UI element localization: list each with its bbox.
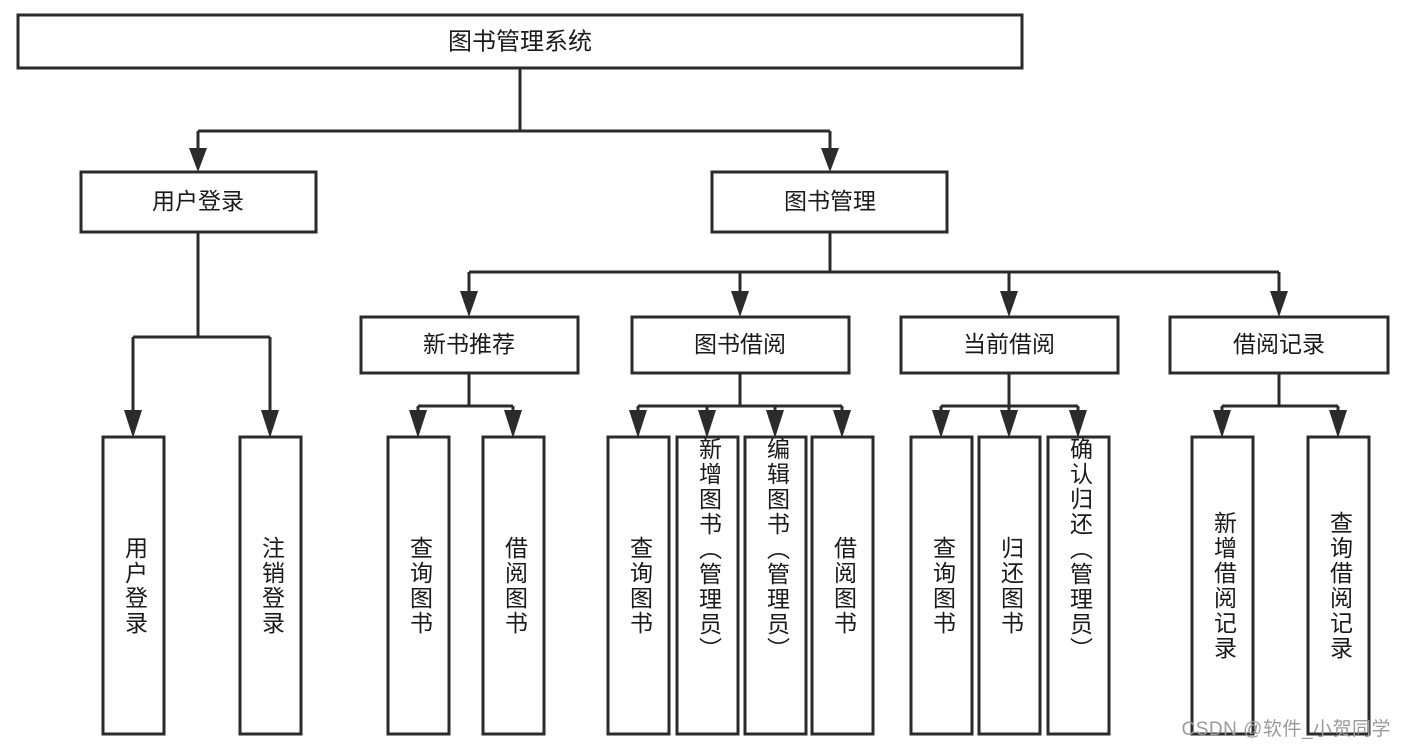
node-book-borrow-label: 图书借阅 <box>694 331 786 357</box>
node-root-label: 图书管理系统 <box>448 28 592 55</box>
node-book-borrow-box[interactable] <box>630 315 851 375</box>
node-book-management-box[interactable] <box>710 170 949 234</box>
leaf-box-new-book-1[interactable] <box>386 435 451 736</box>
connector-group-current-borrow-to-leaves <box>932 373 1087 438</box>
arrowhead-leaf-book-borrow-1 <box>629 410 647 438</box>
node-current-borrow-label: 当前借阅 <box>963 331 1055 357</box>
arrowhead-leaf-current-borrow-1 <box>932 410 950 438</box>
node-root[interactable]: 图书管理系统 <box>16 13 1024 70</box>
node-user-login-label: 用户登录 <box>152 188 244 214</box>
arrowhead-new-book <box>460 291 478 317</box>
arrowhead-current-borrow <box>1000 291 1018 317</box>
connector-group-user-login-to-leaves <box>124 232 279 438</box>
node-new-book-recommend-label: 新书推荐 <box>423 331 515 357</box>
arrowhead-leaf-new-book-1 <box>409 410 427 438</box>
leaf-box-current-borrow-2[interactable] <box>977 435 1042 736</box>
leaf-box-current-borrow-3[interactable] <box>1046 435 1111 736</box>
node-user-login-box[interactable] <box>79 170 318 234</box>
node-book-management-label: 图书管理 <box>784 188 876 214</box>
leaf-group-borrow-record <box>1190 435 1371 736</box>
leaf-box-new-book-2[interactable] <box>481 435 546 736</box>
leaf-box-book-borrow-2[interactable] <box>675 435 740 736</box>
node-root-box[interactable] <box>16 13 1024 70</box>
connector-group-new-book-to-leaves <box>409 373 522 438</box>
leaf-box-borrow-record-2[interactable] <box>1306 435 1371 736</box>
leaf-group-new-book-recommend <box>386 435 546 736</box>
arrowhead-leaf-book-borrow-4 <box>833 410 851 438</box>
arrowhead-leaf-user-login-1 <box>124 410 142 438</box>
arrowhead-user-login <box>189 148 207 172</box>
node-user-login[interactable]: 用户登录 <box>79 170 318 234</box>
node-borrow-record[interactable]: 借阅记录 <box>1168 315 1390 375</box>
node-current-borrow[interactable]: 当前借阅 <box>899 315 1120 375</box>
node-new-book-recommend[interactable]: 新书推荐 <box>359 315 580 375</box>
arrowhead-leaf-book-borrow-3 <box>766 410 784 438</box>
leaf-box-user-login-2[interactable] <box>238 435 303 736</box>
node-current-borrow-box[interactable] <box>899 315 1120 375</box>
arrowhead-book-mgmt <box>821 148 839 172</box>
arrowhead-leaf-book-borrow-2 <box>698 410 716 438</box>
node-borrow-record-box[interactable] <box>1168 315 1390 375</box>
arrowhead-borrow-record <box>1270 291 1288 317</box>
leaf-box-user-login-1[interactable] <box>101 435 166 736</box>
arrowhead-leaf-new-book-2 <box>504 410 522 438</box>
arrowhead-leaf-user-login-2 <box>261 410 279 438</box>
node-book-borrow[interactable]: 图书借阅 <box>630 315 851 375</box>
node-borrow-record-label: 借阅记录 <box>1233 331 1325 357</box>
arrowhead-leaf-borrow-record-2 <box>1329 410 1347 438</box>
leaf-box-borrow-record-1[interactable] <box>1190 435 1255 736</box>
connector-group-borrow-record-to-leaves <box>1213 373 1347 438</box>
leaf-box-book-borrow-4[interactable] <box>810 435 875 736</box>
leaf-box-book-borrow-1[interactable] <box>606 435 671 736</box>
leaf-box-book-borrow-3[interactable] <box>743 435 808 736</box>
connector-group-book-mgmt-to-level3 <box>460 232 1288 317</box>
leaf-group-user-login <box>101 435 303 736</box>
arrowhead-leaf-current-borrow-3 <box>1069 410 1087 438</box>
connector-group-book-borrow-to-leaves <box>629 373 851 438</box>
leaf-group-current-borrow <box>909 435 1111 736</box>
leaf-group-book-borrow <box>606 435 875 736</box>
leaf-box-current-borrow-1[interactable] <box>909 435 974 736</box>
arrowhead-leaf-borrow-record-1 <box>1213 410 1231 438</box>
node-new-book-recommend-box[interactable] <box>359 315 580 375</box>
node-book-management[interactable]: 图书管理 <box>710 170 949 234</box>
connector-group-root-to-level2 <box>189 68 839 172</box>
arrowhead-leaf-current-borrow-2 <box>1000 410 1018 438</box>
arrowhead-book-borrow <box>731 291 749 317</box>
